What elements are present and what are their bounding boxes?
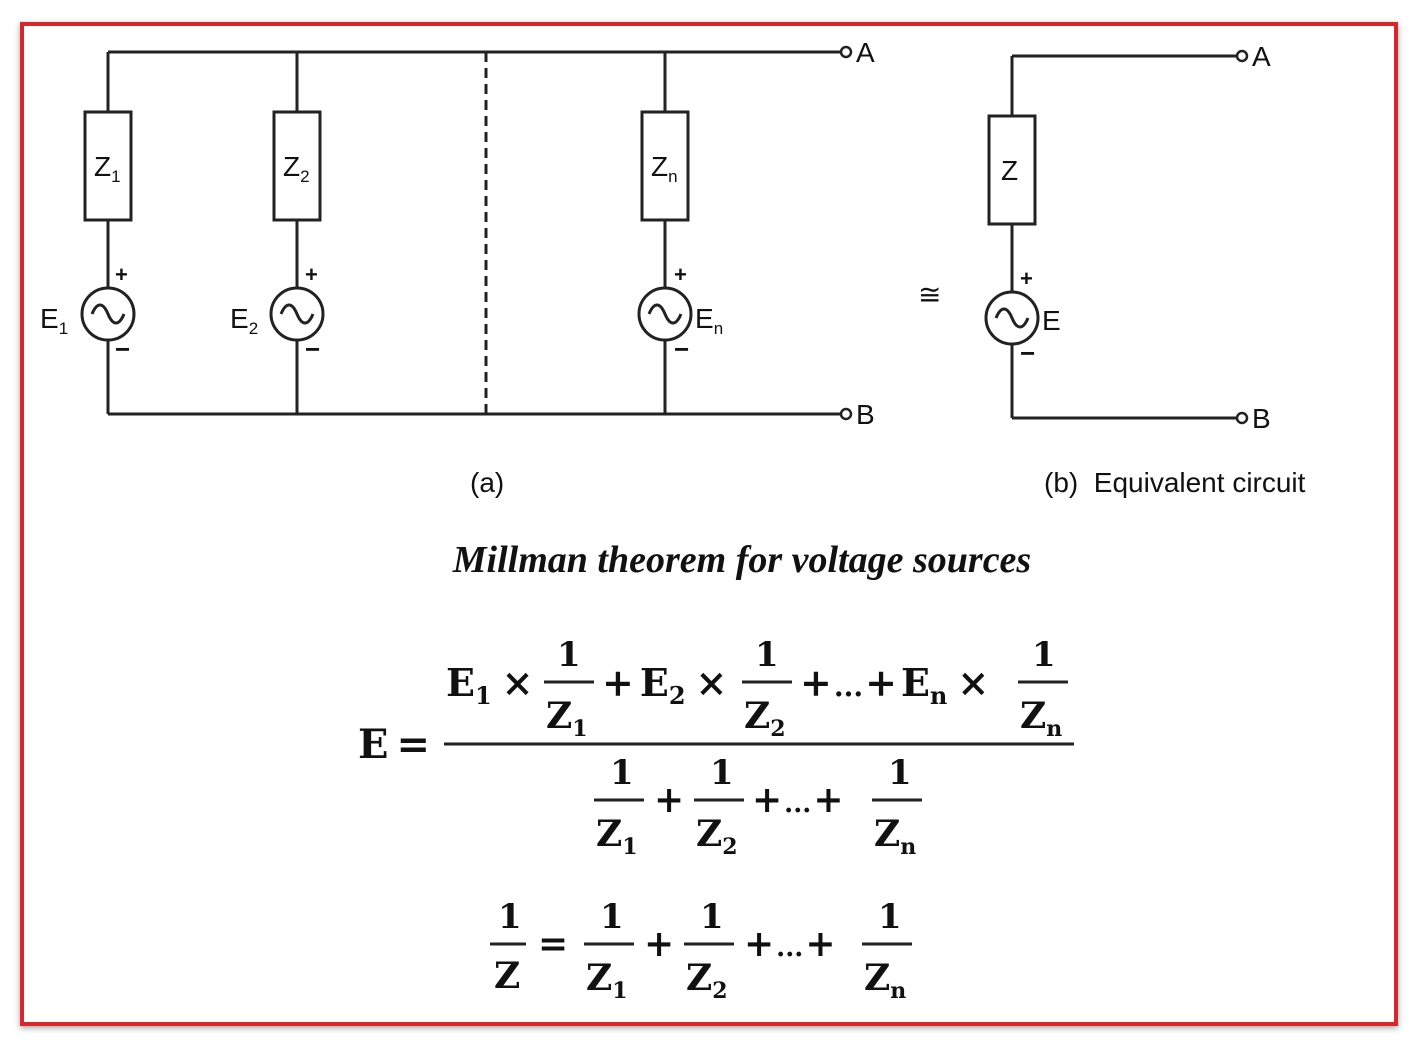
frac-denominator: Z1 [546,695,588,742]
caption-a: (a) [470,467,504,498]
minus-sign: − [305,334,320,364]
impedance-z2 [272,110,322,222]
terminal-a-node [839,45,853,59]
frac-denominator: Zn [1020,695,1062,742]
plus-ellipsis-plus: +...+ [744,923,836,965]
frac-denominator: Z2 [696,813,738,860]
numerator-term-e1: E1× [446,660,534,710]
frac-numerator: 1 [557,635,581,675]
source-en-label: En [695,303,723,338]
terminal-a-node [1235,49,1249,63]
millman-formula-z: 1 Z = 1 Z1 + 1 Z2 +...+ 1 Zn [490,897,912,1004]
plus-ellipsis-plus: +...+ [752,779,844,821]
impedance-z2-label: Z2 [283,151,310,186]
plus-sign: + [1020,266,1033,291]
plus-sign: + [305,262,318,287]
frac-numerator: 1 [610,753,634,793]
plus-operator: + [654,779,684,821]
frac-denominator: Z [494,955,520,997]
ac-sine-icon [994,307,1030,329]
terminal-b-label: B [856,399,875,430]
circuit-a: A B Z1 E1 + − Z2 E2 + − [40,37,875,498]
frac-denominator: Z2 [686,957,728,1004]
formula-lhs: E= [358,721,430,768]
source-e-label: E [1042,305,1061,336]
ac-sine-icon [279,303,315,325]
equivalence-symbol: ≅ [918,279,941,310]
ac-sine-icon [647,303,683,325]
minus-sign: − [674,334,689,364]
branch-n: Zn En + − [637,52,723,414]
frac-numerator: 1 [755,635,779,675]
numerator-term-en: +...+En× [800,660,989,710]
branch-2: Z2 E2 + − [230,52,325,414]
frac-numerator: 1 [878,897,902,937]
frac-denominator: Z2 [744,695,786,742]
frac-denominator: Zn [874,813,916,860]
terminal-a-label: A [856,37,875,68]
numerator: E1× 1 Z1 +E2× 1 Z2 +...+En× 1 Zn [446,635,1068,742]
minus-sign: − [115,334,130,364]
source-e2-label: E2 [230,303,258,338]
circuit-b: A B Z E + − (b) Equivalent circuit [984,41,1306,498]
figure-title: Millman theorem for voltage sources [452,539,1031,581]
terminal-b-label: B [1252,403,1271,434]
source-e1-label: E1 [40,303,68,338]
frac-numerator: 1 [700,897,724,937]
ac-sine-icon [90,303,126,325]
impedance-zn [640,110,690,222]
frac-numerator: 1 [498,897,522,937]
impedance-z1 [83,110,133,222]
plus-operator: + [644,923,674,965]
terminal-a-label: A [1252,41,1271,72]
impedance-z-label: Z [1001,155,1018,186]
denominator: 1 Z1 + 1 Z2 +...+ 1 Zn [594,753,922,860]
frac-numerator: 1 [888,753,912,793]
plus-sign: + [674,262,687,287]
equals-operator: = [538,923,568,965]
frac-denominator: Zn [864,957,906,1004]
branch-1: Z1 E1 + − [40,52,136,414]
frac-numerator: 1 [1032,635,1056,675]
figure-frame [20,22,1398,1026]
impedance-zn-label: Zn [651,151,678,186]
frac-numerator: 1 [710,753,734,793]
frac-numerator: 1 [600,897,624,937]
frac-denominator: Z1 [586,957,628,1004]
plus-sign: + [115,262,128,287]
millman-formula-e: E= E1× 1 Z1 +E2× 1 Z2 +...+En× 1 Zn 1 Z1… [358,635,1074,860]
caption-b: (b) Equivalent circuit [1044,467,1306,498]
terminal-b-node [839,407,853,421]
numerator-term-e2: +E2× [602,660,727,710]
minus-sign: − [1020,338,1035,368]
frac-denominator: Z1 [596,813,638,860]
impedance-z1-label: Z1 [94,151,121,186]
terminal-b-node [1235,411,1249,425]
